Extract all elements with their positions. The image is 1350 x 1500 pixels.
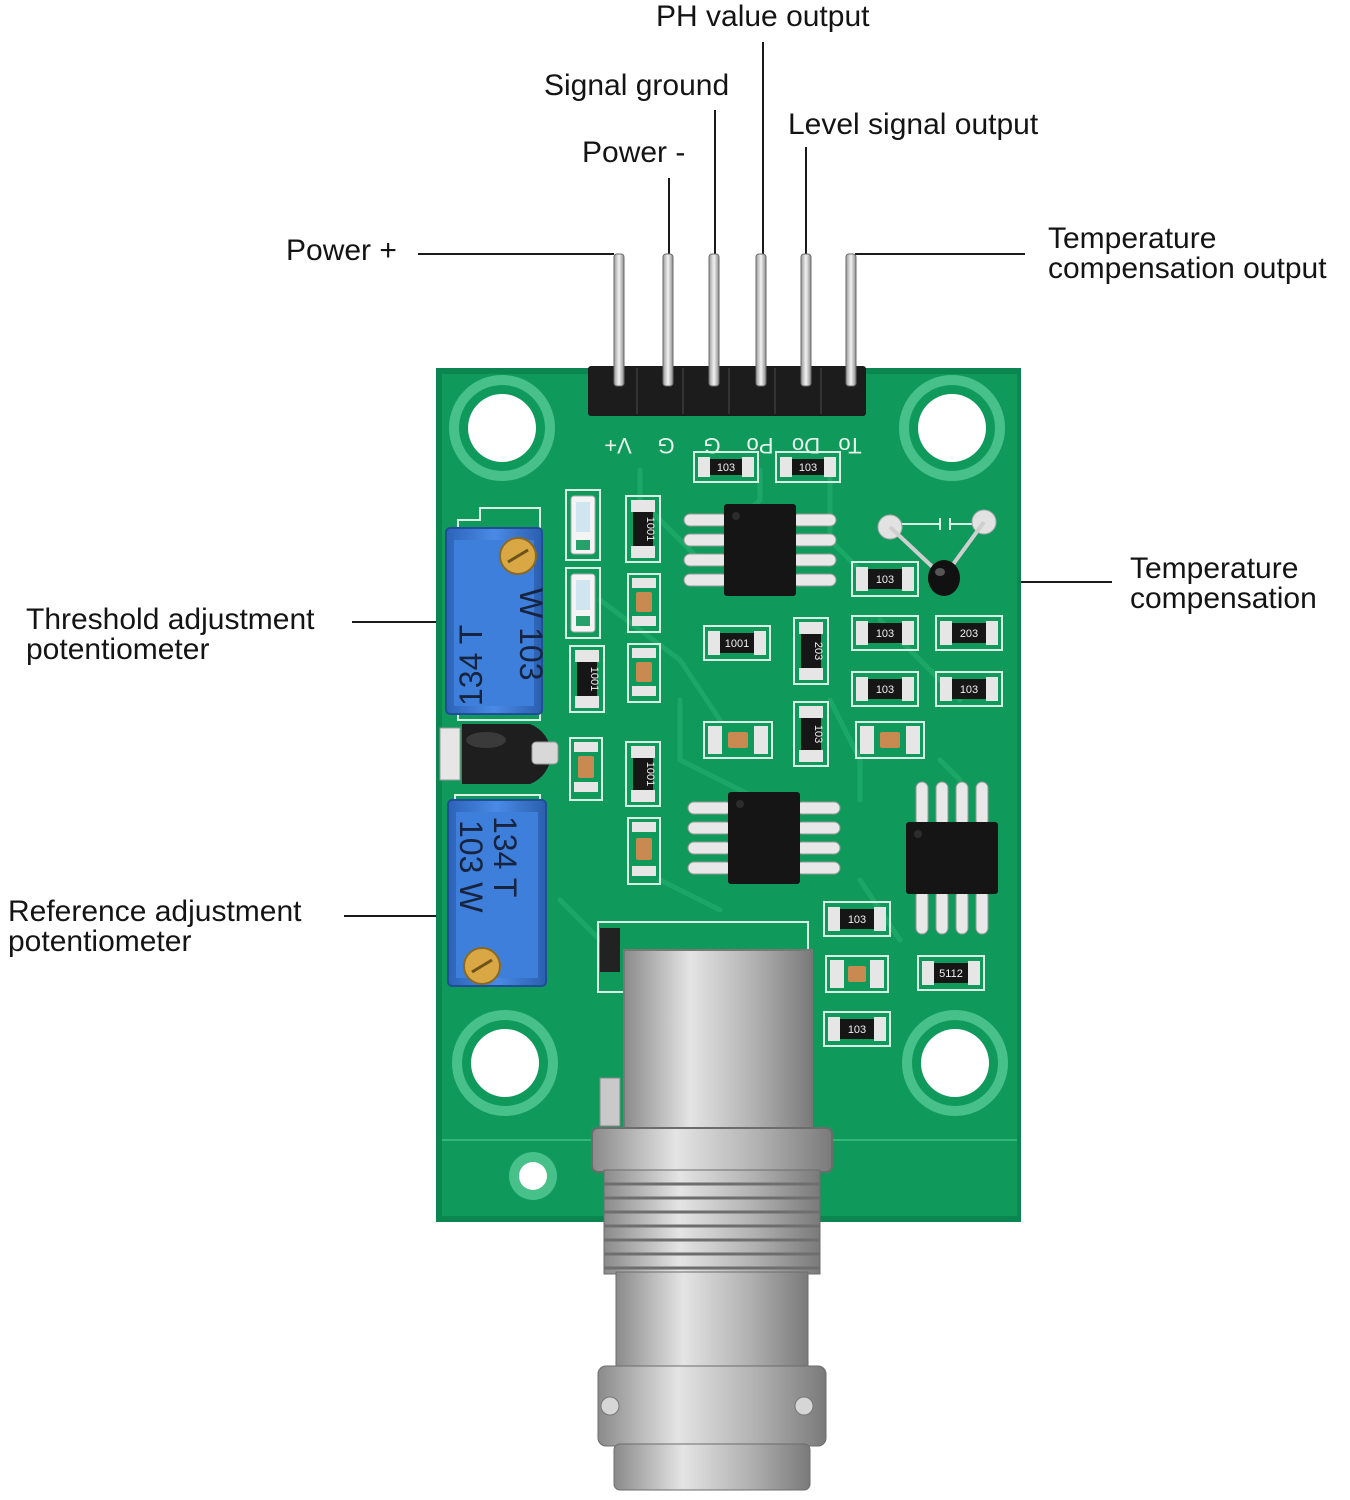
pin-do	[800, 253, 812, 387]
label-reference-pot-line1: Reference adjustment	[8, 895, 302, 928]
resistor: 1001	[625, 495, 661, 563]
resistor-code: 103	[960, 684, 978, 696]
resistor: 103	[935, 671, 1003, 707]
resistor: 103	[851, 561, 919, 597]
mounting-hole-bottom-right	[902, 1010, 1008, 1116]
resistor: 1001	[625, 741, 661, 807]
resistor: 103	[823, 901, 891, 937]
resistor-code: 103	[876, 574, 894, 586]
resistor-code: 103	[876, 684, 894, 696]
resistor: 1001	[703, 625, 771, 661]
resistor: 103	[851, 671, 919, 707]
smd-resistors: 103 103 1001 1001 1001 1001 103 103 203 203 103 103…	[569, 451, 1003, 1047]
potentiometer-threshold: 134 T W 103	[445, 527, 549, 715]
resistor: 203	[935, 615, 1003, 651]
label-reference-pot-line2: potentiometer	[8, 925, 192, 958]
resistor-code: 103	[876, 628, 894, 640]
pin-g1	[662, 253, 674, 387]
pin-label-do: Do	[792, 433, 820, 458]
resistor: 103	[693, 451, 759, 483]
bnc-connector	[591, 928, 833, 1491]
pin-to	[845, 253, 857, 387]
resistor-code: 103	[848, 914, 866, 926]
label-threshold-pot-line1: Threshold adjustment	[26, 603, 315, 636]
resistor-code: 203	[960, 628, 978, 640]
resistor: 103	[775, 451, 841, 483]
potentiometer-reference: 134 T 103 W	[447, 799, 547, 987]
resistor-code: 5112	[939, 968, 963, 980]
resistor-code: 1001	[644, 517, 656, 541]
pin-po	[755, 253, 767, 387]
label-power-minus: Power -	[582, 136, 686, 169]
label-threshold-pot-line2: potentiometer	[26, 633, 210, 666]
pin-g2	[708, 253, 720, 387]
label-power-plus: Power +	[286, 234, 397, 267]
transistor	[439, 724, 559, 784]
label-level-signal-output: Level signal output	[788, 108, 1039, 141]
pin-label-po: Po	[747, 433, 774, 458]
label-threshold-pot: Threshold adjustment potentiometer	[26, 605, 315, 665]
resistor-code: 103	[799, 462, 817, 474]
pin-label-to: To	[838, 433, 861, 458]
resistor: 103	[823, 1011, 891, 1047]
resistor-code: 203	[812, 642, 824, 660]
pot-reference-code-2: 103 W	[453, 820, 489, 913]
pin-label-g2: G	[703, 433, 720, 458]
resistor-code: 1001	[588, 667, 600, 691]
ic-op-amp-middle	[687, 792, 841, 884]
label-ph-value-output: PH value output	[656, 0, 870, 33]
label-temp-comp-output-line2: compensation output	[1048, 252, 1327, 285]
resistor: 103	[851, 615, 919, 651]
smd-capacitors	[569, 573, 925, 993]
pot-threshold-code-1: 134 T	[453, 625, 489, 706]
pin-v-plus	[613, 253, 625, 387]
pin-label-v-plus: V+	[604, 433, 632, 458]
pin-header	[588, 253, 866, 416]
resistor: 203	[793, 617, 829, 685]
resistor: 1001	[569, 645, 605, 713]
label-temp-comp-output-line1: Temperature	[1048, 222, 1217, 255]
label-reference-pot: Reference adjustment potentiometer	[8, 897, 302, 957]
label-temp-comp-line1: Temperature	[1130, 552, 1299, 585]
mounting-hole-top-left	[449, 375, 555, 481]
resistor: 103	[793, 701, 829, 767]
small-hole-bottom	[509, 1152, 557, 1200]
pot-threshold-code-2: W 103	[513, 588, 549, 680]
mounting-hole-bottom-left	[452, 1010, 558, 1116]
resistor-code: 1001	[725, 638, 749, 650]
mounting-hole-top-right	[899, 375, 1005, 481]
label-temp-comp: Temperature compensation	[1130, 554, 1317, 614]
ic-chips	[683, 504, 998, 935]
label-signal-ground: Signal ground	[544, 69, 730, 102]
pin-label-g1: G	[657, 433, 674, 458]
resistor-code: 103	[848, 1024, 866, 1036]
resistor-code: 103	[717, 462, 735, 474]
leds	[565, 489, 601, 639]
pin-labels: V+ G G Po Do To	[604, 433, 861, 458]
pot-reference-code-1: 134 T	[487, 816, 523, 897]
bnc-thread	[603, 1169, 821, 1275]
label-temp-comp-line2: compensation	[1130, 582, 1317, 615]
label-temp-comp-output: Temperature compensation output	[1048, 224, 1327, 284]
resistor-code: 103	[812, 725, 824, 743]
mounting-holes	[449, 375, 1008, 1200]
resistor: 5112	[917, 955, 985, 991]
resistor-code: 1001	[644, 762, 656, 786]
ic-op-amp-top	[683, 504, 837, 596]
ic-comparator-right	[906, 781, 998, 935]
temperature-sensor	[877, 509, 997, 596]
